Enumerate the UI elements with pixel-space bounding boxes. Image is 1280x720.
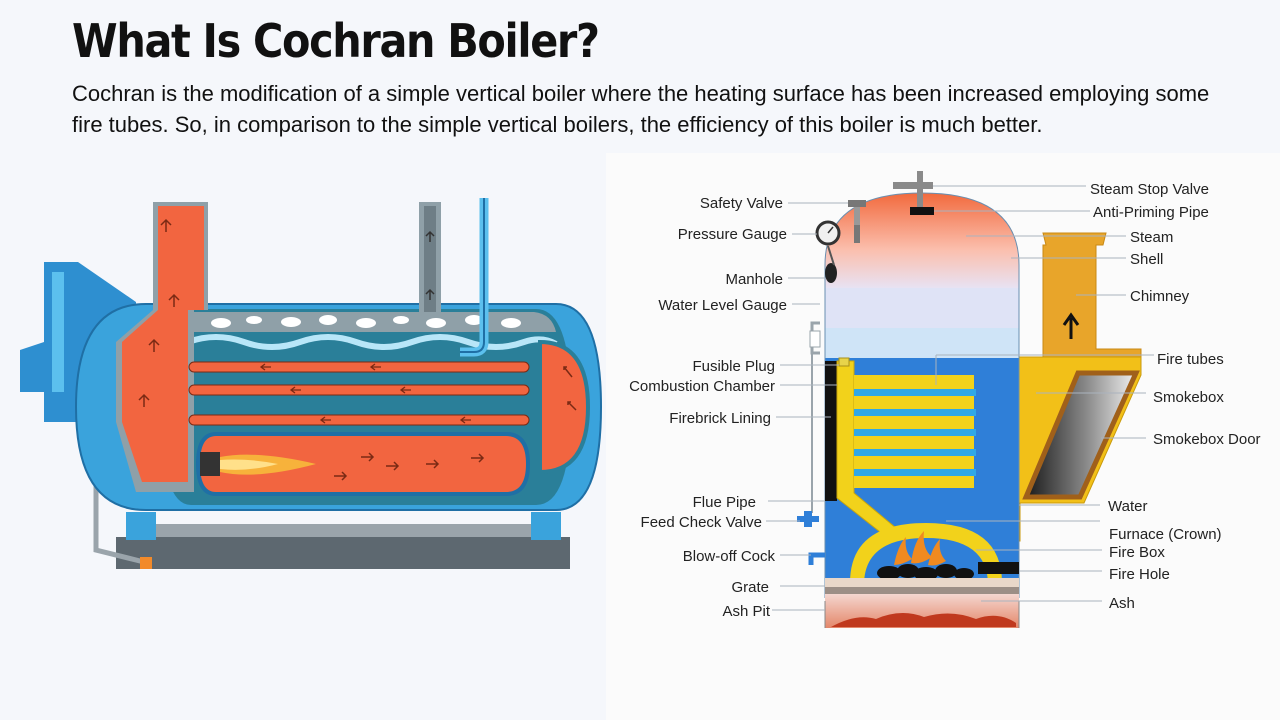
horizontal-boiler-illustration — [16, 192, 606, 577]
label-safety-valve: Safety Valve — [700, 195, 783, 212]
manhole — [825, 263, 837, 283]
description-text: Cochran is the modification of a simple … — [72, 78, 1222, 140]
boiler-base — [116, 537, 570, 569]
label-flue-pipe: Flue Pipe — [693, 494, 756, 511]
page-title: What Is Cochran Boiler? — [72, 14, 599, 68]
label-combustion-chamber: Combustion Chamber — [629, 378, 775, 395]
label-water: Water — [1108, 498, 1147, 515]
label-ash-pit: Ash Pit — [722, 603, 770, 620]
label-smokebox: Smokebox — [1153, 389, 1224, 406]
label-furnace-crown: Furnace (Crown) — [1109, 526, 1222, 543]
fire-tube-bank — [189, 362, 529, 425]
label-water-level-gauge: Water Level Gauge — [658, 297, 787, 314]
safety-valve — [854, 223, 860, 243]
label-chimney: Chimney — [1130, 288, 1190, 305]
label-ash: Ash — [1109, 595, 1135, 612]
steam-stop-valve — [893, 182, 933, 189]
label-fire-tubes: Fire tubes — [1157, 351, 1224, 368]
anti-priming-pipe — [910, 207, 934, 215]
labeled-diagram-panel: Safety Valve Pressure Gauge Manhole Wate… — [606, 153, 1280, 720]
blow-off-cock — [811, 555, 825, 565]
label-fire-hole: Fire Hole — [1109, 566, 1170, 583]
label-fire-box: Fire Box — [1109, 544, 1165, 561]
label-fusible-plug: Fusible Plug — [692, 358, 775, 375]
firebrick-lining — [825, 361, 837, 501]
label-manhole: Manhole — [725, 271, 783, 288]
label-anti-priming-pipe: Anti-Priming Pipe — [1093, 204, 1209, 221]
cochran-boiler-cross-section: Safety Valve Pressure Gauge Manhole Wate… — [606, 153, 1280, 720]
label-feed-check-valve: Feed Check Valve — [641, 514, 762, 531]
label-smokebox-door: Smokebox Door — [1153, 431, 1261, 448]
label-firebrick-lining: Firebrick Lining — [669, 410, 771, 427]
label-steam-stop-valve: Steam Stop Valve — [1090, 181, 1209, 198]
grate — [825, 578, 1019, 587]
label-steam: Steam — [1130, 229, 1173, 246]
label-shell: Shell — [1130, 251, 1163, 268]
label-pressure-gauge: Pressure Gauge — [678, 226, 787, 243]
label-grate: Grate — [731, 579, 769, 596]
label-blow-off-cock: Blow-off Cock — [683, 548, 776, 565]
fire-hole — [978, 562, 1019, 574]
